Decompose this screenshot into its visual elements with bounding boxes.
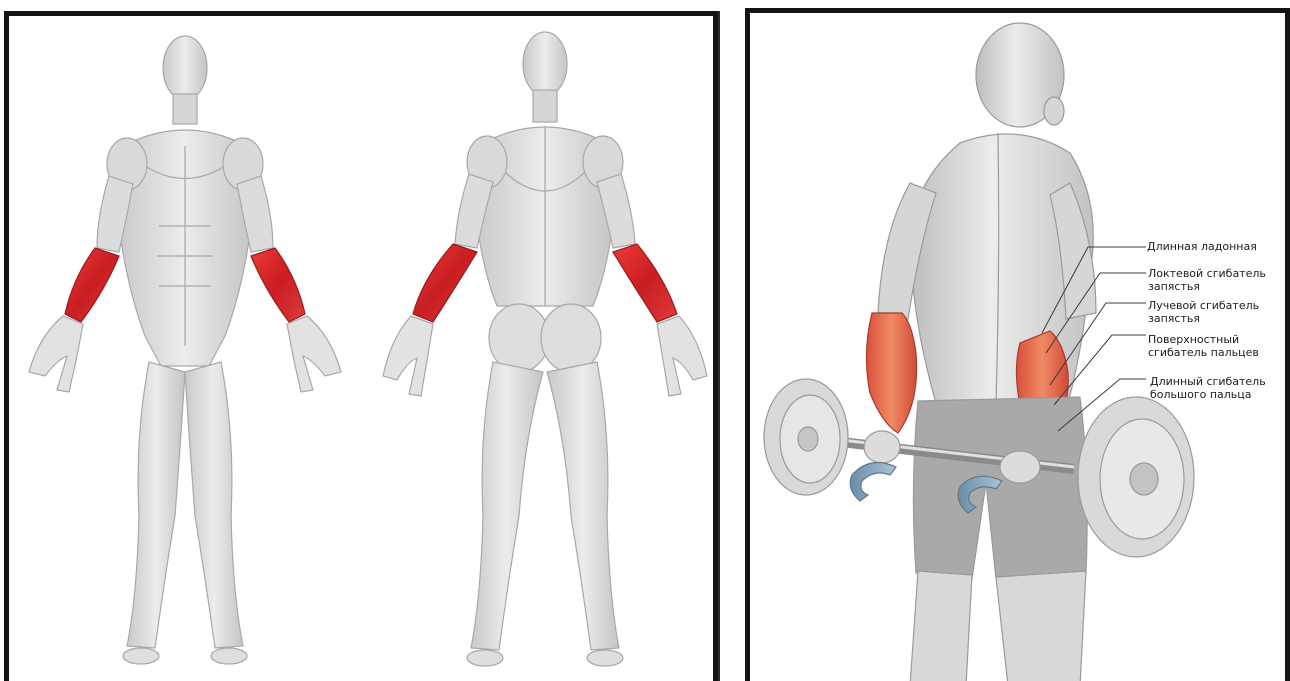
left-hand bbox=[864, 431, 900, 463]
exercise-illustration-panel: Длинная ладонная Локтевой сгибатель запя… bbox=[745, 8, 1290, 681]
muscle-label-flexor-carpi-ulnaris: Локтевой сгибатель запястья bbox=[1148, 267, 1266, 293]
muscle-label-flexor-carpi-radialis: Лучевой сгибатель запястья bbox=[1148, 299, 1259, 325]
rotation-arrow-left bbox=[850, 463, 896, 502]
anatomy-figures-illustration bbox=[9, 16, 713, 681]
anatomy-figures-panel bbox=[4, 11, 718, 681]
muscle-label-palmaris-longus: Длинная ладонная bbox=[1147, 240, 1257, 253]
muscle-label-flexor-pollicis-longus: Длинный сгибатель большого пальца bbox=[1150, 375, 1266, 401]
back-left-forearm-muscle bbox=[413, 244, 477, 322]
right-hand bbox=[1000, 451, 1040, 483]
muscle-label-flexor-digitorum-superficialis: Поверхностный сгибатель пальцев bbox=[1148, 333, 1259, 359]
front-left-forearm-muscle bbox=[65, 248, 119, 322]
shorts bbox=[913, 397, 1087, 579]
front-figure bbox=[29, 36, 341, 664]
front-right-forearm-muscle bbox=[251, 248, 305, 322]
back-right-forearm-muscle bbox=[613, 244, 677, 322]
left-forearm-muscle bbox=[866, 313, 916, 433]
back-figure bbox=[383, 32, 707, 666]
